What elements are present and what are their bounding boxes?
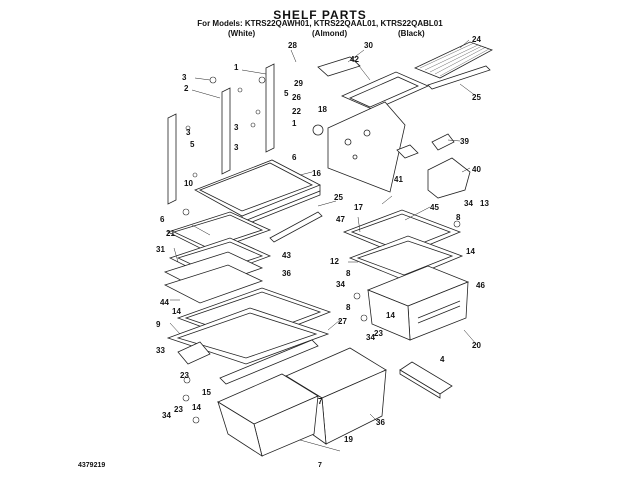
callout: 17 xyxy=(354,203,363,212)
callout: 16 xyxy=(312,169,321,178)
callout: 34 xyxy=(366,333,375,342)
callout: 3 xyxy=(182,73,187,82)
color-label-black: (Black) xyxy=(398,29,425,38)
callout-labels: 28 30 24 3 1 42 25 2 29 5 26 18 22 1 3 3… xyxy=(156,35,489,444)
callout: 14 xyxy=(172,307,181,316)
callout: 19 xyxy=(344,435,353,444)
callout: 4 xyxy=(440,355,445,364)
callout: 23 xyxy=(374,329,383,338)
callout: 8 xyxy=(456,213,461,222)
callout: 31 xyxy=(156,245,165,254)
model-numbers: For Models: KTRS22QAWH01, KTRS22QAAL01, … xyxy=(197,19,443,28)
callout: 14 xyxy=(192,403,201,412)
callout: 10 xyxy=(184,179,193,188)
callout: 43 xyxy=(282,251,291,260)
callout: 5 xyxy=(190,140,195,149)
callout: 6 xyxy=(292,153,297,162)
callout: 9 xyxy=(156,320,161,329)
callout: 6 xyxy=(160,215,165,224)
callout: 7 xyxy=(318,397,323,406)
callout: 8 xyxy=(346,303,351,312)
callout: 46 xyxy=(476,281,485,290)
callout: 24 xyxy=(472,35,481,44)
callout: 29 xyxy=(294,79,303,88)
callout: 34 xyxy=(162,411,171,420)
callout: 23 xyxy=(180,371,189,380)
wire-shelf xyxy=(413,41,493,79)
callout: 1 xyxy=(234,63,239,72)
callout: 22 xyxy=(292,107,301,116)
callout: 44 xyxy=(160,298,169,307)
callout: 15 xyxy=(202,388,211,397)
callout: 30 xyxy=(364,41,373,50)
callout: 3 xyxy=(234,123,239,132)
callout: 5 xyxy=(284,89,289,98)
callout: 47 xyxy=(336,215,345,224)
callout: 2 xyxy=(184,84,189,93)
callout: 39 xyxy=(460,137,469,146)
callout: 40 xyxy=(472,165,481,174)
callout: 12 xyxy=(330,257,339,266)
color-label-white: (White) xyxy=(228,29,256,38)
callout: 3 xyxy=(186,128,191,137)
callout: 34 xyxy=(464,199,473,208)
document-number: 4379219 xyxy=(78,462,106,469)
callout: 27 xyxy=(338,317,347,326)
callout: 20 xyxy=(472,341,481,350)
callout: 14 xyxy=(386,311,395,320)
callout: 3 xyxy=(234,143,239,152)
callout: 45 xyxy=(430,203,439,212)
callout: 25 xyxy=(472,93,481,102)
callout: 36 xyxy=(376,418,385,427)
callout: 13 xyxy=(480,199,489,208)
callout: 8 xyxy=(346,269,351,278)
callout: 18 xyxy=(318,105,327,114)
callout: 21 xyxy=(166,229,175,238)
callout: 25 xyxy=(334,193,343,202)
callout: 23 xyxy=(174,405,183,414)
callout: 33 xyxy=(156,346,165,355)
callout: 34 xyxy=(336,280,345,289)
color-label-almond: (Almond) xyxy=(312,29,348,38)
callout: 41 xyxy=(394,175,403,184)
page-number: 7 xyxy=(318,462,322,469)
callout: 36 xyxy=(282,269,291,278)
callout: 42 xyxy=(350,55,359,64)
callout: 14 xyxy=(466,247,475,256)
callout: 26 xyxy=(292,93,301,102)
callout: 1 xyxy=(292,119,297,128)
page-title: SHELF PARTS xyxy=(273,8,367,22)
callout: 28 xyxy=(288,41,297,50)
